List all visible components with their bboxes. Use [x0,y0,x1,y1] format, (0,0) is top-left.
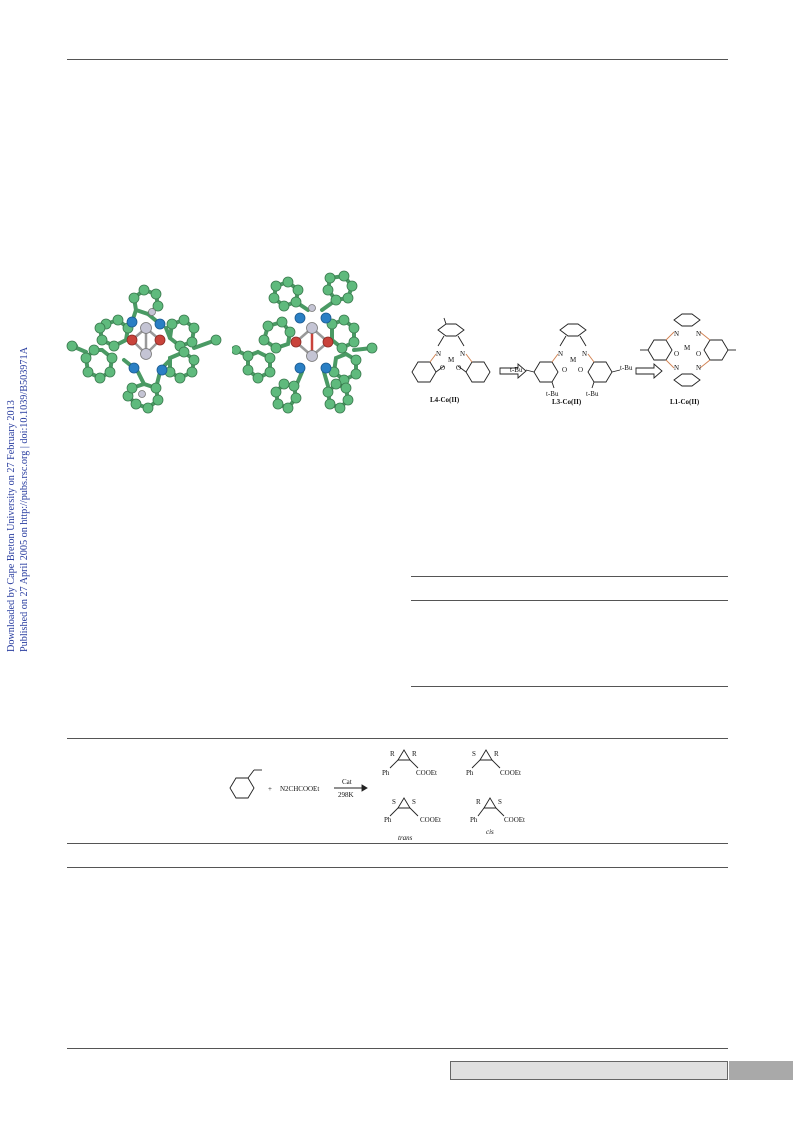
l1-o-left: O [674,350,679,358]
product-ss-ph: Ph [384,816,392,824]
crystal-structure-2 [232,268,392,428]
ligand-scheme: N N M O O L4-Co(II) t-Bu t-Bu t-Bu t-Bu … [408,300,740,440]
temperature-label: 298K [338,791,354,799]
l1-n-1: N [674,330,679,338]
l1-o-right: O [696,350,701,358]
product-rs-cooet: COOEt [504,816,525,824]
cis-label: cis [486,828,494,836]
l3-metal: M [570,356,577,364]
product-rr-ph: Ph [382,769,390,777]
trans-label: trans [398,834,413,842]
downloaded-line[interactable]: Downloaded by Cape Breton University on … [6,400,17,652]
l3-label: L3-Co(II) [552,398,582,406]
l3-n-right: N [582,350,587,358]
plus-sign: + [268,785,272,793]
l1-structure [640,313,736,387]
ligand-scheme-svg: N N M O O L4-Co(II) t-Bu t-Bu t-Bu t-Bu … [411,313,736,406]
reaction-scheme-svg: + N2CHCOOEt Cat 298K R R Ph COOEt S R Ph… [229,749,525,842]
l4-o-left: O [440,364,445,372]
reaction-scheme: + N2CHCOOEt Cat 298K R R Ph COOEt S R Ph… [222,744,552,844]
product-sr [471,749,501,769]
diazo-reagent: N2CHCOOEt [280,785,319,793]
footer-bar [450,1061,728,1080]
l4-structure [411,317,491,383]
l4-label: L4-Co(II) [430,396,460,404]
table-top-rule [411,576,728,577]
arrow-2 [635,363,663,379]
download-notice: Downloaded by Cape Breton University on … [2,322,36,652]
product-rs-r: R [476,798,481,806]
l4-metal: M [448,356,455,364]
product-rr-r2: R [412,750,417,758]
l3-tbu-left: t-Bu [510,366,523,374]
product-ss-cooet: COOEt [420,816,441,824]
product-rs-ph: Ph [470,816,478,824]
product-ss-s2: S [412,798,416,806]
styrene-structure [229,769,262,799]
table-bottom-rule [411,686,728,687]
l3-tbu-right: t-Bu [620,364,633,372]
footer-rule [67,1048,728,1049]
product-rr [389,749,419,769]
l4-n-left: N [436,350,441,358]
crystal-structure-1-svg [66,284,222,414]
l3-structure [525,323,621,389]
crystal-structure-1 [66,268,226,428]
product-rr-cooet: COOEt [416,769,437,777]
footer-tab [729,1061,793,1080]
reaction-arrow [334,784,368,792]
l1-n-4: N [696,364,701,372]
product-sr-ph: Ph [466,769,474,777]
header-rule [67,59,728,60]
l4-n-right: N [460,350,465,358]
table2-head-rule [67,843,728,844]
l3-tbu-bottom-left: t-Bu [546,390,559,398]
crystal-structure-2-svg [232,270,378,414]
catalyst-label: Cat [342,778,352,786]
l4-o-right: O [456,364,461,372]
l1-n-3: N [674,364,679,372]
l3-tbu-bottom-right: t-Bu [586,390,599,398]
table2-top-rule [67,738,728,739]
l1-n-2: N [696,330,701,338]
l3-n-left: N [558,350,563,358]
l1-metal: M [684,344,691,352]
l3-o-right: O [578,366,583,374]
l3-o-left: O [562,366,567,374]
product-rs [477,797,505,817]
product-rs-s: S [498,798,502,806]
product-sr-cooet: COOEt [500,769,521,777]
table2-bottom-rule [67,867,728,868]
published-line[interactable]: Published on 27 April 2005 on http://pub… [19,347,30,652]
product-ss-s1: S [392,798,396,806]
product-sr-s: S [472,750,476,758]
arrow-1 [499,363,527,379]
l1-label: L1-Co(II) [670,398,700,406]
product-ss [389,797,419,817]
table-head-rule [411,600,728,601]
product-rr-r1: R [390,750,395,758]
product-sr-r: R [494,750,499,758]
